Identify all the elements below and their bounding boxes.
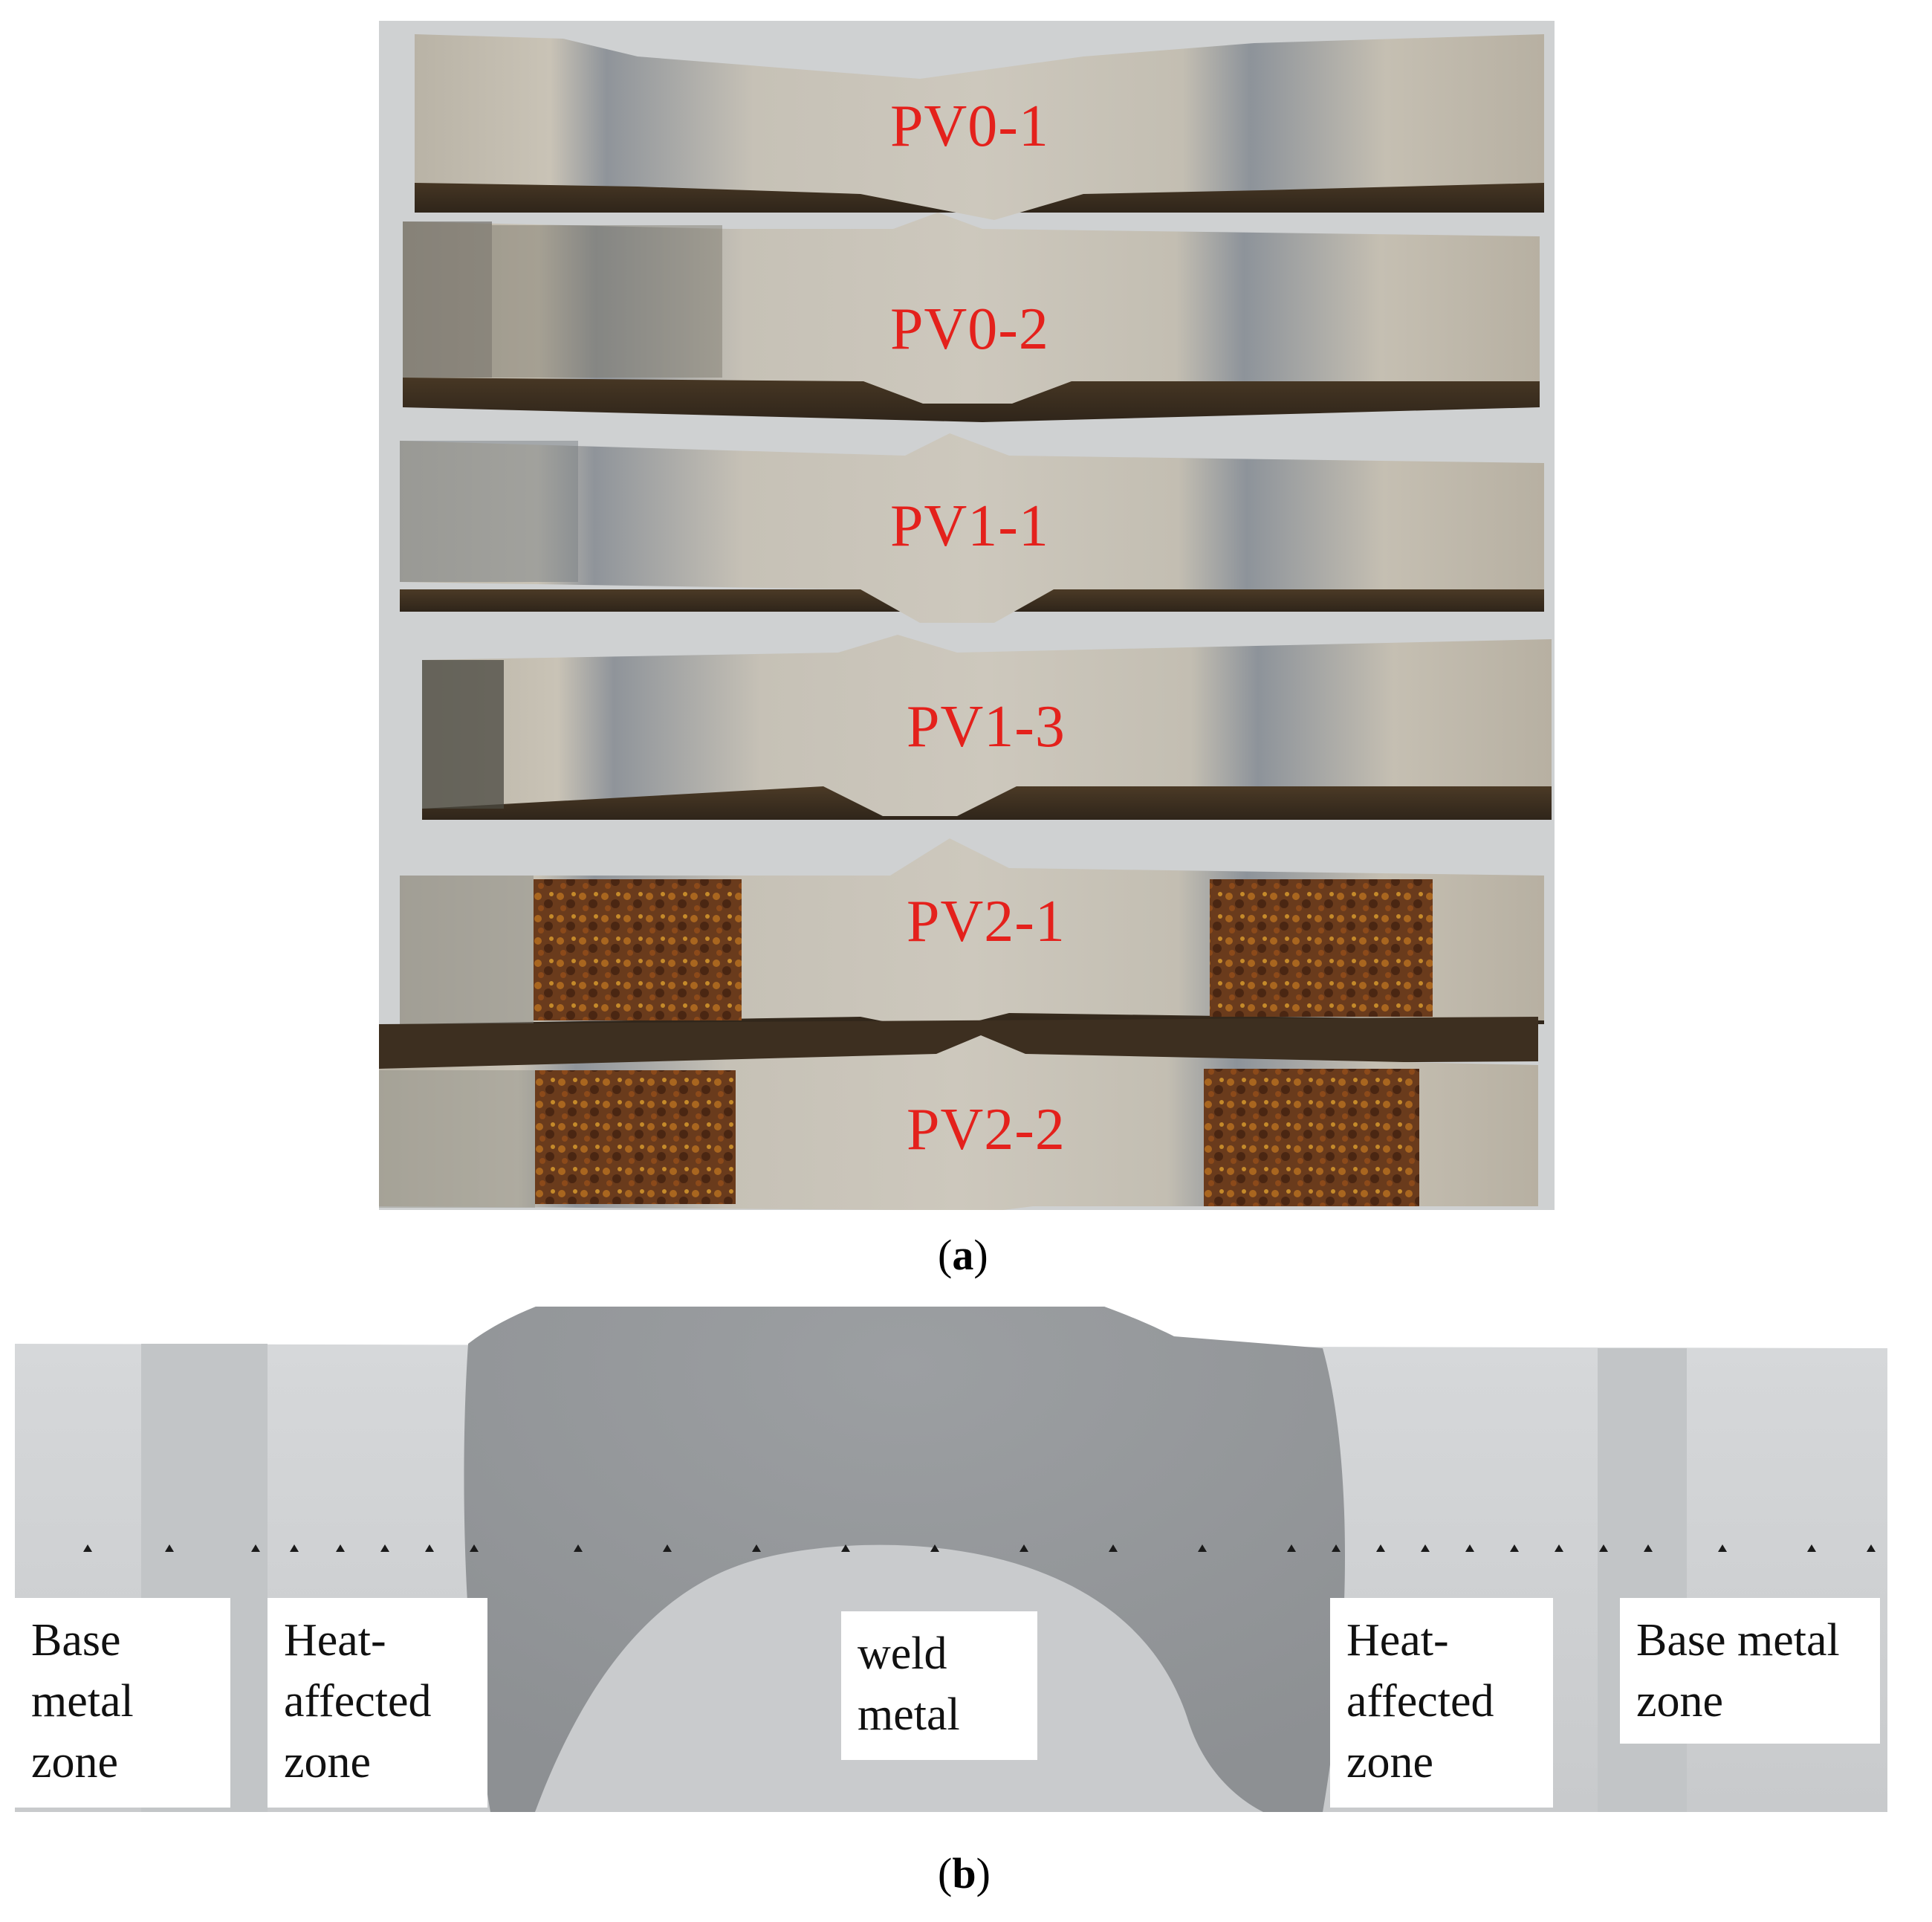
specimen-bar	[400, 433, 1544, 623]
zone-label-line: zone	[1346, 1737, 1434, 1787]
caption-paren: )	[973, 1231, 988, 1279]
specimen-label: PV2-2	[907, 1097, 1066, 1162]
zone-label-line: weld	[858, 1628, 947, 1679]
specimen-pv2-1	[400, 824, 1544, 1039]
specimen-pv1-1	[400, 433, 1544, 634]
zone-label-line: Heat-	[284, 1615, 386, 1666]
heat-affected-zone-right-label: Heat- affected zone	[1330, 1598, 1553, 1808]
zone-label-line: metal	[858, 1689, 960, 1740]
specimen-bar	[403, 213, 1540, 422]
specimen-label: PV0-1	[890, 94, 1049, 159]
zone-label-line: zone	[31, 1737, 119, 1787]
specimen-bar	[400, 838, 1544, 1032]
specimen-label: PV2-1	[907, 889, 1066, 954]
zone-label-line: affected	[1346, 1676, 1494, 1727]
specimen-label: PV0-2	[890, 297, 1049, 362]
panel-b-caption: (b)	[938, 1852, 991, 1895]
specimen-label: PV1-1	[890, 494, 1049, 559]
specimen-label: PV1-3	[907, 694, 1066, 760]
specimen-bar	[379, 1017, 1538, 1210]
specimen-pv2-2	[379, 1009, 1538, 1210]
zone-label-line: Base	[31, 1615, 121, 1666]
heat-affected-zone-left-label: Heat- affected zone	[268, 1598, 487, 1808]
zone-label-line: Base metal	[1636, 1615, 1840, 1666]
caption-paren: )	[976, 1849, 991, 1897]
caption-letter: b	[952, 1849, 976, 1897]
specimen-bar	[422, 635, 1552, 820]
weld-metal-label: weld metal	[841, 1611, 1037, 1760]
weld-cross-section: Base metal zone Heat- affected zone weld…	[15, 1307, 1887, 1819]
base-metal-zone-right-label: Base metal zone	[1620, 1598, 1880, 1744]
specimen-pv0-1	[415, 34, 1544, 220]
specimen-pv1-3	[422, 635, 1552, 846]
panel-a-caption: (a)	[938, 1234, 988, 1277]
specimen-pv0-2	[403, 213, 1540, 422]
zone-label-line: affected	[284, 1676, 432, 1727]
hardness-indent-markers	[83, 1544, 1876, 1552]
zone-label-line: zone	[1636, 1676, 1724, 1727]
caption-paren: (	[938, 1231, 953, 1279]
zone-label-line: Heat-	[1346, 1615, 1449, 1666]
specimen-photo: PV0-1 PV0-2 PV1-1 PV1-3	[379, 21, 1555, 1210]
zone-label-line: zone	[284, 1737, 372, 1787]
specimen-bar	[415, 34, 1544, 220]
base-metal-zone-left-label: Base metal zone	[15, 1598, 230, 1808]
zone-label-line: metal	[31, 1676, 134, 1727]
caption-letter: a	[952, 1231, 974, 1279]
caption-paren: (	[938, 1849, 953, 1897]
